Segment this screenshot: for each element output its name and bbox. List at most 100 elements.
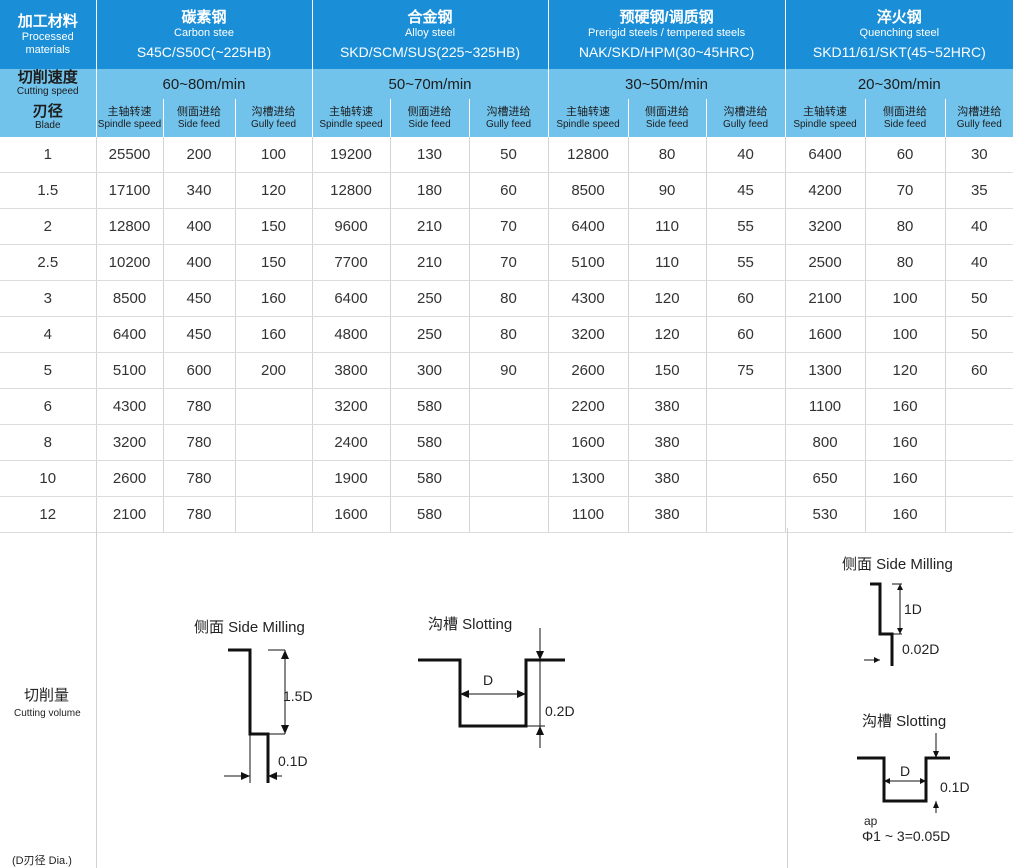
table-cell: 150	[235, 244, 313, 281]
blade-diameter-cell: 5	[0, 352, 97, 389]
table-cell: 100	[865, 316, 946, 353]
table-cell: 80	[865, 208, 946, 245]
table-cell	[235, 424, 313, 461]
processed-materials-label: 加工材料 Processed materials	[0, 0, 97, 69]
slotting-diagram-small	[857, 733, 950, 813]
side-milling-diagram	[224, 648, 289, 783]
table-cell: 780	[163, 424, 236, 461]
table-cell: 70	[469, 208, 549, 245]
table-cell: 160	[235, 316, 313, 353]
table-cell: 50	[945, 316, 1013, 353]
table-cell: 530	[785, 496, 866, 533]
table-cell: 4300	[96, 388, 164, 425]
table-cell: 70	[865, 172, 946, 209]
table-cell: 35	[945, 172, 1013, 209]
table-cell: 60	[706, 316, 786, 353]
table-cell: 110	[628, 208, 707, 245]
table-cell	[469, 424, 549, 461]
diameter-note: (D刃径 Dia.)	[12, 855, 72, 867]
ap-label: ap	[864, 814, 878, 828]
table-cell: 250	[390, 316, 470, 353]
table-cell: 580	[390, 460, 470, 497]
table-cell: 1600	[785, 316, 866, 353]
table-cell: 2600	[548, 352, 629, 389]
table-cell: 160	[865, 496, 946, 533]
table-cell	[706, 388, 786, 425]
table-cell: 120	[628, 316, 707, 353]
table-cell: 80	[865, 244, 946, 281]
blade-diameter-cell: 12	[0, 496, 97, 533]
table-cell: 7700	[312, 244, 391, 281]
table-cell: 400	[163, 208, 236, 245]
table-cell: 17100	[96, 172, 164, 209]
table-cell: 160	[235, 280, 313, 317]
slot-diameter-label: D	[483, 672, 494, 688]
table-cell: 1100	[785, 388, 866, 425]
table-cell: 80	[628, 137, 707, 173]
table-cell: 2500	[785, 244, 866, 281]
table-cell: 210	[390, 244, 470, 281]
table-cell: 55	[706, 244, 786, 281]
table-cell: 340	[163, 172, 236, 209]
table-cell	[706, 424, 786, 461]
table-cell: 60	[865, 137, 946, 173]
table-cell	[469, 460, 549, 497]
table-cell: 160	[865, 388, 946, 425]
blade-diameter-cell: 1	[0, 137, 97, 173]
side-width-label: 0.1D	[278, 753, 308, 769]
table-cell	[945, 424, 1013, 461]
table-cell: 80	[469, 316, 549, 353]
table-cell: 3200	[312, 388, 391, 425]
table-cell	[945, 496, 1013, 533]
table-cell: 160	[865, 424, 946, 461]
table-cell: 3200	[96, 424, 164, 461]
side-milling-title-small: 侧面 Side Milling	[842, 556, 953, 573]
blade-diameter-cell: 4	[0, 316, 97, 353]
table-cell: 40	[706, 137, 786, 173]
cutting-speed-prerigid: 30~50m/min	[548, 69, 786, 99]
table-cell: 380	[628, 496, 707, 533]
table-cell: 1600	[312, 496, 391, 533]
table-cell: 780	[163, 496, 236, 533]
table-cell: 450	[163, 280, 236, 317]
table-cell: 1600	[548, 424, 629, 461]
table-cell: 120	[628, 280, 707, 317]
table-cell: 45	[706, 172, 786, 209]
table-cell: 4200	[785, 172, 866, 209]
table-cell: 450	[163, 316, 236, 353]
table-cell: 10200	[96, 244, 164, 281]
table-cell: 12800	[96, 208, 164, 245]
blade-diameter-cell: 2.5	[0, 244, 97, 281]
table-cell: 780	[163, 460, 236, 497]
table-cell: 210	[390, 208, 470, 245]
slotting-title: 沟槽 Slotting	[428, 616, 513, 633]
side-depth-label-small: 1D	[904, 601, 922, 617]
cutting-volume-section: 切削量 Cutting volume (D刃径 Dia.) 侧面 Side Mi…	[0, 528, 1013, 868]
blade-diameter-cell: 1.5	[0, 172, 97, 209]
table-cell: 19200	[312, 137, 391, 173]
table-cell: 1300	[785, 352, 866, 389]
table-cell: 150	[235, 208, 313, 245]
table-cell: 1100	[548, 496, 629, 533]
table-cell: 400	[163, 244, 236, 281]
ap-formula: Φ1 ~ 3=0.05D	[862, 828, 951, 844]
table-cell: 3200	[548, 316, 629, 353]
table-cell: 380	[628, 388, 707, 425]
table-cell: 12800	[548, 137, 629, 173]
table-cell: 200	[235, 352, 313, 389]
table-cell: 300	[390, 352, 470, 389]
table-cell: 650	[785, 460, 866, 497]
